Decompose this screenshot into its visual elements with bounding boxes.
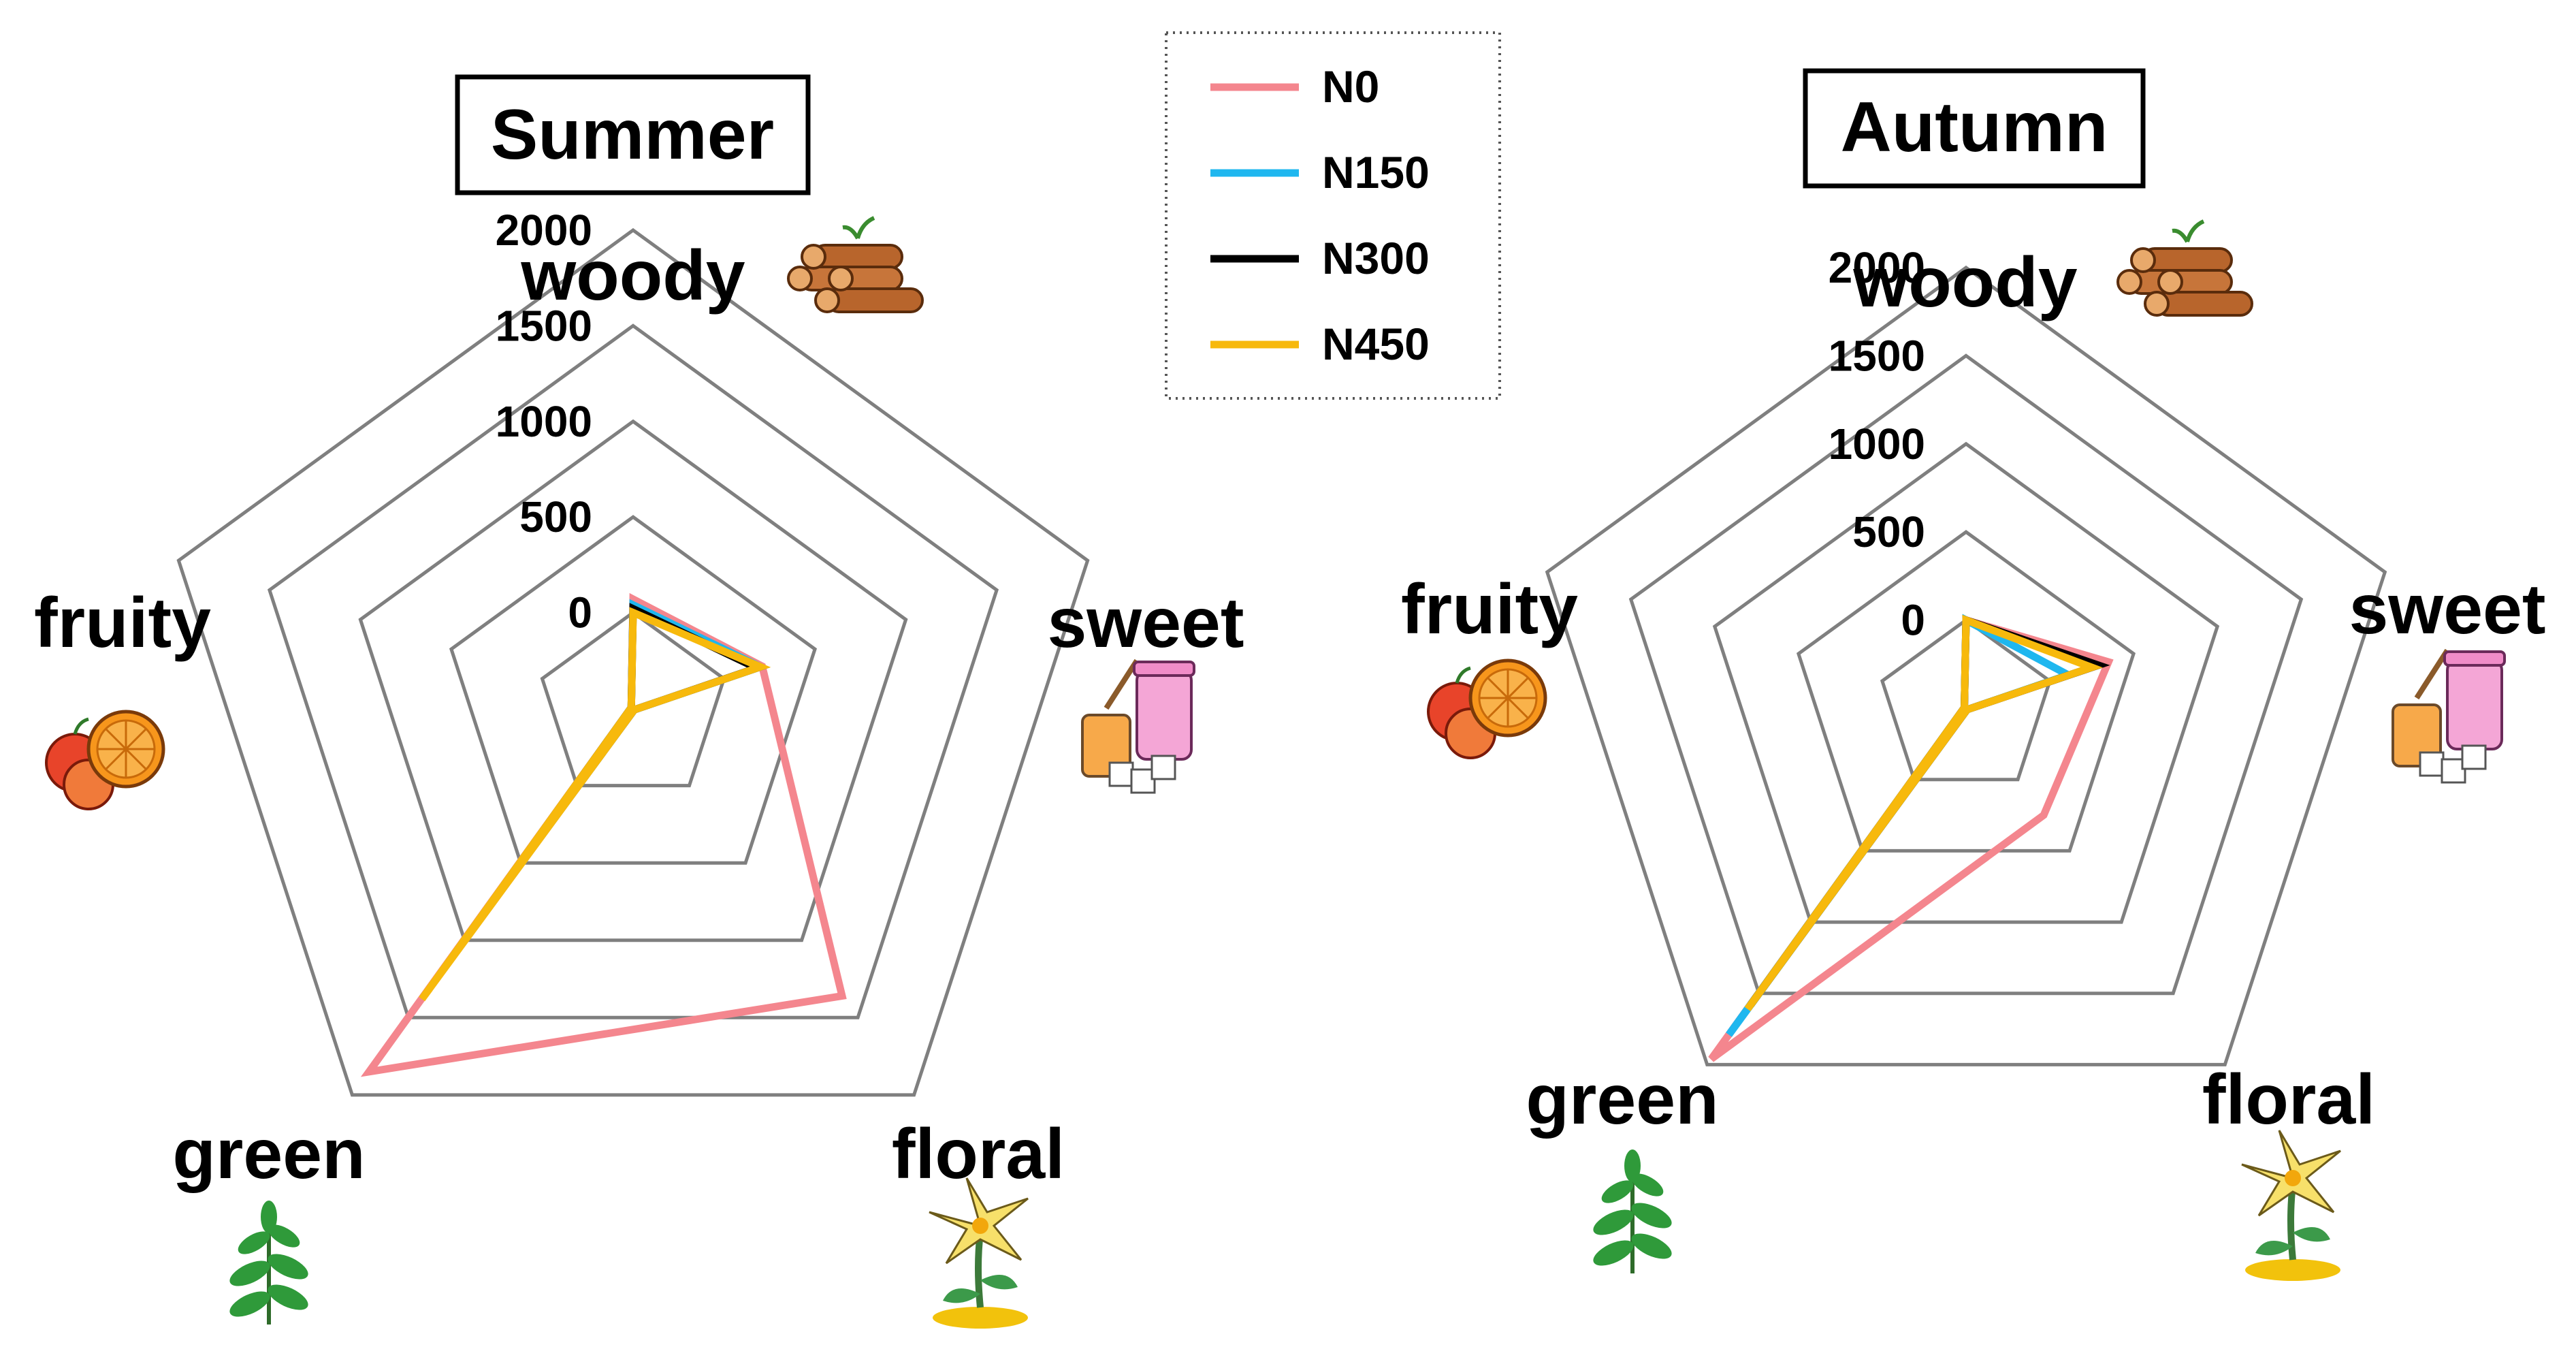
tick-label: 1500 xyxy=(496,301,592,350)
axis-label-woody: woody xyxy=(1852,243,2077,322)
legend-label: N150 xyxy=(1322,147,1430,197)
legend-item-n150: N150 xyxy=(1210,147,1430,197)
radar-grid xyxy=(1545,265,2387,1066)
radar-chart-summer: Summer 0 500 1000 1500 2000 woody sweet flor… xyxy=(34,74,1244,1329)
axis-label-woody: woody xyxy=(520,236,745,315)
series-n450 xyxy=(1744,614,2103,1012)
legend-label: N450 xyxy=(1322,319,1430,369)
series-n0 xyxy=(360,592,847,1077)
leaf-branch-icon xyxy=(229,1201,308,1325)
honey-jar-icon xyxy=(2392,648,2506,784)
axis-label-sweet: sweet xyxy=(2349,570,2545,649)
title-box xyxy=(455,74,811,195)
radar-tick-labels: 0 500 1000 1500 2000 xyxy=(496,206,592,637)
honey-jar-icon xyxy=(1081,659,1195,794)
tick-label: 1000 xyxy=(1829,419,1925,469)
grid-ring xyxy=(176,227,1090,1097)
tick-label: 0 xyxy=(568,588,592,637)
grid-ring xyxy=(1880,618,2052,782)
chart-title: Summer xyxy=(491,95,774,174)
axis-label-green: green xyxy=(172,1115,365,1194)
tick-label: 500 xyxy=(519,492,592,541)
radar-series xyxy=(360,592,847,1077)
axis-label-fruity: fruity xyxy=(1401,570,1578,649)
axis-label-floral: floral xyxy=(2202,1060,2375,1139)
grid-ring xyxy=(1628,353,2304,996)
leaf-branch-icon xyxy=(1593,1149,1672,1273)
logs-icon xyxy=(787,216,924,313)
radar-series xyxy=(1708,614,2114,1062)
tick-label: 500 xyxy=(1852,507,1925,556)
flower-icon xyxy=(929,1177,1029,1329)
grid-ring xyxy=(1545,265,2387,1066)
radar-tick-labels: 0 500 1000 1500 2000 xyxy=(1829,243,1925,645)
axis-label-sweet: sweet xyxy=(1047,584,1244,663)
tick-label: 2000 xyxy=(496,206,592,255)
radar-chart-autumn: Autumn 0 500 1000 1500 2000 woody sweet flor… xyxy=(1401,68,2546,1281)
tick-label: 1000 xyxy=(496,397,592,446)
logs-icon xyxy=(2116,219,2253,317)
legend-item-n0: N0 xyxy=(1210,61,1379,112)
title-box xyxy=(1803,68,2146,189)
tick-label: 0 xyxy=(1901,596,1925,645)
axis-label-green: green xyxy=(1526,1060,1718,1139)
grid-ring xyxy=(1796,530,2136,853)
axis-label-floral: floral xyxy=(892,1115,1065,1194)
orange-apple-icon xyxy=(1427,659,1547,759)
legend-item-n300: N300 xyxy=(1210,233,1430,283)
orange-apple-icon xyxy=(45,710,165,810)
chart-title: Autumn xyxy=(1841,88,2108,167)
radar-grid xyxy=(176,227,1090,1097)
grid-ring xyxy=(267,323,999,1019)
flower-icon xyxy=(2241,1130,2341,1281)
grid-ring xyxy=(358,419,908,942)
legend-label: N300 xyxy=(1322,233,1430,283)
legend-label: N0 xyxy=(1322,61,1379,112)
series-n300 xyxy=(457,603,767,949)
series-n150 xyxy=(438,599,771,974)
grid-ring xyxy=(1712,441,2220,924)
grid-ring xyxy=(449,515,818,865)
legend-item-n450: N450 xyxy=(1210,319,1430,369)
legend: N0 N150 N300 N450 xyxy=(1165,31,1501,400)
series-n450 xyxy=(419,607,771,1002)
tick-label: 2000 xyxy=(1829,243,1925,292)
legend-box xyxy=(1165,31,1501,400)
grid-ring xyxy=(540,610,726,788)
axis-label-fruity: fruity xyxy=(34,584,211,663)
tick-label: 1500 xyxy=(1829,331,1925,380)
